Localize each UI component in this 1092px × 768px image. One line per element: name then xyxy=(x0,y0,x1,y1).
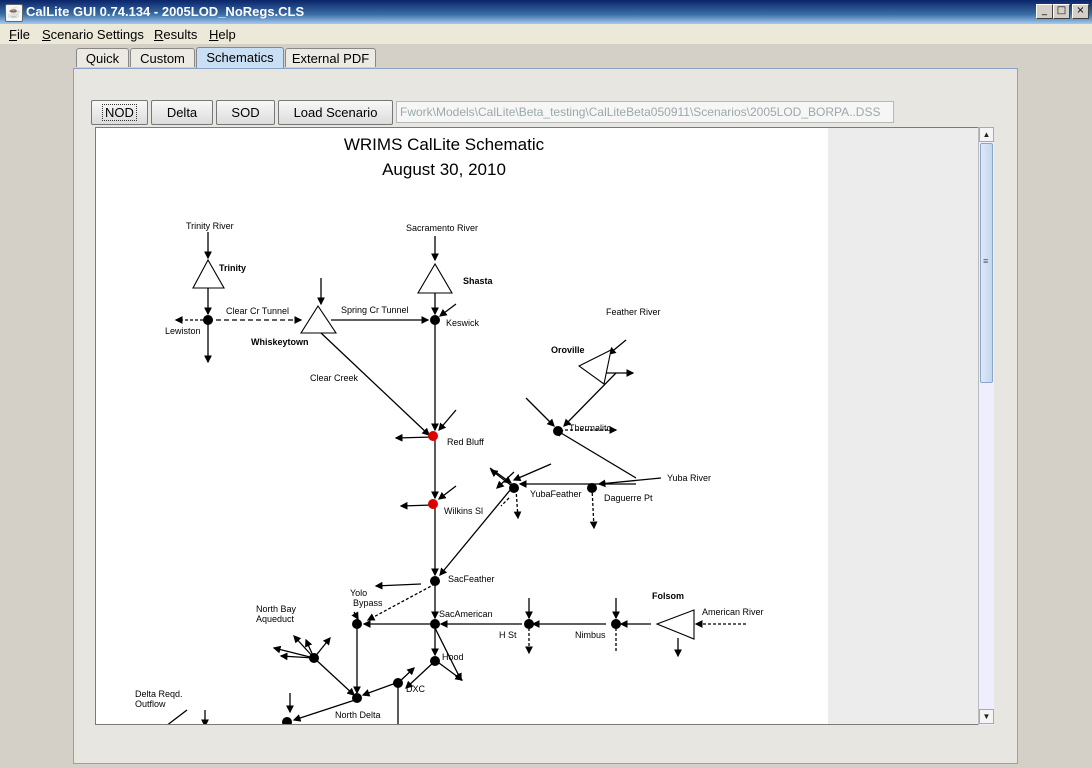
label-north-delta: North Delta xyxy=(335,710,381,720)
menu-help[interactable]: Help xyxy=(209,27,236,42)
label-red-bluff: Red Bluff xyxy=(447,437,484,447)
sod-button[interactable]: SOD xyxy=(216,100,275,125)
menu-scenario-settings[interactable]: Scenario Settings xyxy=(42,27,144,42)
label-clear-cr-tunnel: Clear Cr Tunnel xyxy=(226,306,289,316)
label-feather-river: Feather River xyxy=(606,307,661,317)
label-dxc: DXC xyxy=(406,684,426,694)
load-scenario-button[interactable]: Load Scenario xyxy=(278,100,393,125)
label-north-bay: North Bay xyxy=(256,604,297,614)
scroll-down-icon[interactable]: ▼ xyxy=(979,709,994,724)
keswick-node xyxy=(430,315,440,325)
schematic-date: August 30, 2010 xyxy=(382,160,506,179)
delta-outflow-node xyxy=(282,717,292,724)
nod-button-label: NOD xyxy=(102,104,137,121)
label-whiskeytown: Whiskeytown xyxy=(251,337,309,347)
north-delta-node xyxy=(352,693,362,703)
tab-schematics[interactable]: Schematics xyxy=(196,47,284,68)
delta-button[interactable]: Delta xyxy=(151,100,213,125)
maximize-button[interactable]: □ xyxy=(1053,4,1070,19)
menu-bar: File Scenario Settings Results Help xyxy=(0,24,1092,44)
label-folsom: Folsom xyxy=(652,591,684,601)
label-h-st: H St xyxy=(499,630,517,640)
label-daguerre-pt: Daguerre Pt xyxy=(604,493,653,503)
label-american-river: American River xyxy=(702,607,764,617)
title-bar[interactable]: ☕ CalLite GUI 0.74.134 - 2005LOD_NoRegs.… xyxy=(0,0,1092,24)
tab-quick[interactable]: Quick xyxy=(76,48,129,67)
label-spring-cr-tunnel: Spring Cr Tunnel xyxy=(341,305,409,315)
sacfeather-node xyxy=(430,576,440,586)
label-lewiston: Lewiston xyxy=(165,326,201,336)
tab-custom[interactable]: Custom xyxy=(130,48,195,67)
schematic-title: WRIMS CalLite Schematic xyxy=(344,135,545,154)
java-cup-icon: ☕ xyxy=(5,4,23,22)
label-wilkins-sl: Wilkins Sl xyxy=(444,506,483,516)
oroville-reservoir-icon xyxy=(577,349,612,385)
close-button[interactable]: × xyxy=(1072,4,1089,19)
schematic-viewer[interactable]: WRIMS CalLite Schematic August 30, 2010 xyxy=(95,127,994,725)
thermalito-node xyxy=(553,426,563,436)
yolo-bypass-node xyxy=(352,619,362,629)
red-bluff-node xyxy=(428,431,438,441)
label-clear-creek: Clear Creek xyxy=(310,373,359,383)
dxc-node xyxy=(393,678,403,688)
label-sacamerican: SacAmerican xyxy=(439,609,493,619)
nimbus-node xyxy=(611,619,621,629)
window-title: CalLite GUI 0.74.134 - 2005LOD_NoRegs.CL… xyxy=(26,4,305,19)
nod-button[interactable]: NOD xyxy=(91,100,148,125)
schematic-diagram: WRIMS CalLite Schematic August 30, 2010 xyxy=(135,135,764,724)
menu-file[interactable]: File xyxy=(9,27,30,42)
label-sacramento-river: Sacramento River xyxy=(406,223,478,233)
label-keswick: Keswick xyxy=(446,318,480,328)
label-delta-reqd: Delta Reqd. xyxy=(135,689,183,699)
menu-results[interactable]: Results xyxy=(154,27,198,42)
minimize-button[interactable]: _ xyxy=(1036,4,1053,19)
grip-icon: ≡ xyxy=(983,256,989,266)
shasta-reservoir-icon xyxy=(417,262,453,294)
scroll-thumb[interactable]: ≡ xyxy=(980,143,993,383)
label-oroville: Oroville xyxy=(551,345,585,355)
label-yubafeather: YubaFeather xyxy=(530,489,582,499)
h-st-node xyxy=(524,619,534,629)
daguerre-pt-node xyxy=(587,483,597,493)
vertical-scrollbar[interactable]: ▲ ≡ ▼ xyxy=(978,127,994,725)
north-bay-aqueduct-node xyxy=(309,653,319,663)
yubafeather-node xyxy=(509,483,519,493)
tab-external-pdf[interactable]: External PDF xyxy=(285,48,376,67)
sacamerican-node xyxy=(430,619,440,629)
label-nimbus: Nimbus xyxy=(575,630,606,640)
label-yuba-river: Yuba River xyxy=(667,473,711,483)
whiskeytown-reservoir-icon xyxy=(300,304,338,334)
scroll-up-icon[interactable]: ▲ xyxy=(979,127,994,142)
hood-node xyxy=(430,656,440,666)
label-shasta: Shasta xyxy=(463,276,494,286)
label-bypass: Bypass xyxy=(353,598,383,608)
label-outflow: Outflow xyxy=(135,699,166,709)
trinity-reservoir-icon xyxy=(192,258,225,289)
label-aqueduct: Aqueduct xyxy=(256,614,295,624)
label-hood: Hood xyxy=(442,652,464,662)
wilkins-sl-node xyxy=(428,499,438,509)
label-sacfeather: SacFeather xyxy=(448,574,495,584)
label-trinity: Trinity xyxy=(219,263,246,273)
folsom-reservoir-icon xyxy=(655,609,695,640)
label-thermalito: Thermalito xyxy=(569,423,612,433)
label-trinity-river: Trinity River xyxy=(186,221,234,231)
label-yolo: Yolo xyxy=(350,588,367,598)
lewiston-node xyxy=(203,315,213,325)
schematic-image[interactable]: WRIMS CalLite Schematic August 30, 2010 xyxy=(96,128,828,724)
scenario-path-field[interactable]: Fwork\Models\CalLite\Beta_testing\CalLit… xyxy=(396,101,894,123)
